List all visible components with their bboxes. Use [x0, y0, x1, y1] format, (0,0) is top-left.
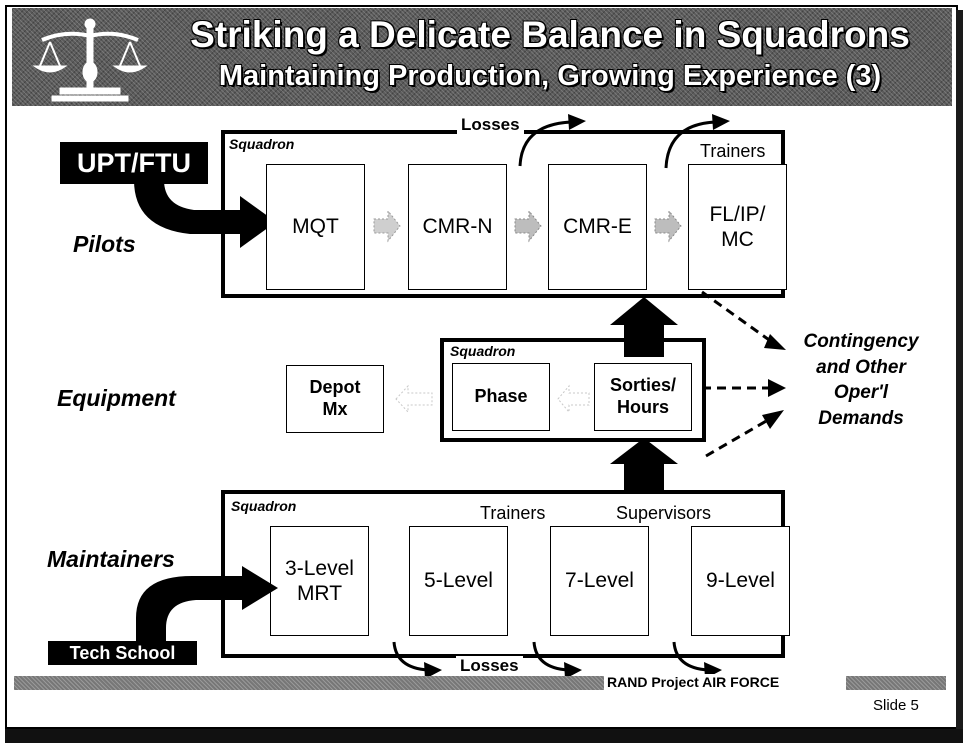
title-band	[12, 8, 952, 106]
pilot-losses-arrow-1	[518, 114, 586, 167]
slide-shadow-bottom	[5, 729, 963, 743]
rand-org-label: RAND Project AIR FORCE	[604, 674, 783, 690]
maintainer-stage-7-level: 7-Level	[550, 526, 649, 636]
sorties-to-pilots-arrow	[610, 297, 678, 357]
pilots-trainers-label: Trainers	[700, 141, 766, 161]
equipment-squadron-label: Squadron	[450, 343, 516, 359]
pilot-stage-cmr-n: CMR-N	[408, 164, 507, 290]
maintainer-stage-5-level: 5-Level	[409, 526, 508, 636]
maintainer-stage-9-level: 9-Level	[691, 526, 790, 636]
footer-band-right	[846, 676, 946, 690]
pilot-stage-fl-ip-mc: FL/IP/ MC	[688, 164, 787, 290]
maintainer-losses-arrow-2	[532, 641, 582, 679]
pilot-stage-cmr-e: CMR-E	[548, 164, 647, 290]
phase-flow-arrow	[557, 384, 590, 414]
maintainers-row-label: Maintainers	[47, 546, 175, 572]
pilots-squadron-label: Squadron	[229, 136, 295, 152]
scales-of-justice-icon	[32, 18, 148, 102]
maintainers-losses-label: Losses	[456, 656, 523, 676]
title-line-2: Maintaining Production, Growing Experien…	[218, 60, 882, 92]
tech-school-entry-arrow	[136, 566, 278, 642]
contingency-demands-label: Contingency and Other Oper'l Demands	[803, 331, 919, 429]
pilot-flow-arrow-3	[654, 209, 682, 243]
pilots-row-label: Pilots	[73, 231, 136, 257]
upt-ftu-source: UPT/FTU	[60, 142, 208, 184]
equipment-row-label: Equipment	[57, 385, 176, 411]
depot-mx-box: Depot Mx	[286, 365, 384, 433]
maintainers-supervisors-label: Supervisors	[616, 503, 712, 523]
contingency-dashed-arrows	[701, 290, 786, 458]
footer-band-left	[14, 676, 604, 690]
pilot-stage-mqt: MQT	[266, 164, 365, 290]
maintainer-losses-arrow-1	[392, 641, 442, 679]
maintainers-trainers-label: Trainers	[480, 503, 546, 523]
tech-school-source: Tech School	[48, 641, 197, 665]
phase-box: Phase	[452, 363, 550, 431]
maintainer-stage-3-level: 3-Level MRT	[270, 526, 369, 636]
sorties-hours-box: Sorties/ Hours	[594, 363, 692, 431]
title-line-1: Striking a Delicate Balance in Squadrons	[190, 14, 910, 55]
slide-shadow-right	[956, 10, 963, 743]
maintainers-squadron-label: Squadron	[231, 498, 297, 514]
pilots-losses-label: Losses	[457, 115, 524, 135]
upt-ftu-entry-arrow	[134, 180, 276, 248]
slide-number: Slide 5	[873, 697, 919, 714]
maintainers-to-sorties-arrow	[610, 438, 678, 496]
pilot-losses-arrow-2	[664, 114, 730, 169]
pilot-flow-arrow-2	[514, 209, 542, 243]
depot-flow-arrow	[395, 384, 433, 414]
pilot-flow-arrow-1	[373, 209, 401, 243]
